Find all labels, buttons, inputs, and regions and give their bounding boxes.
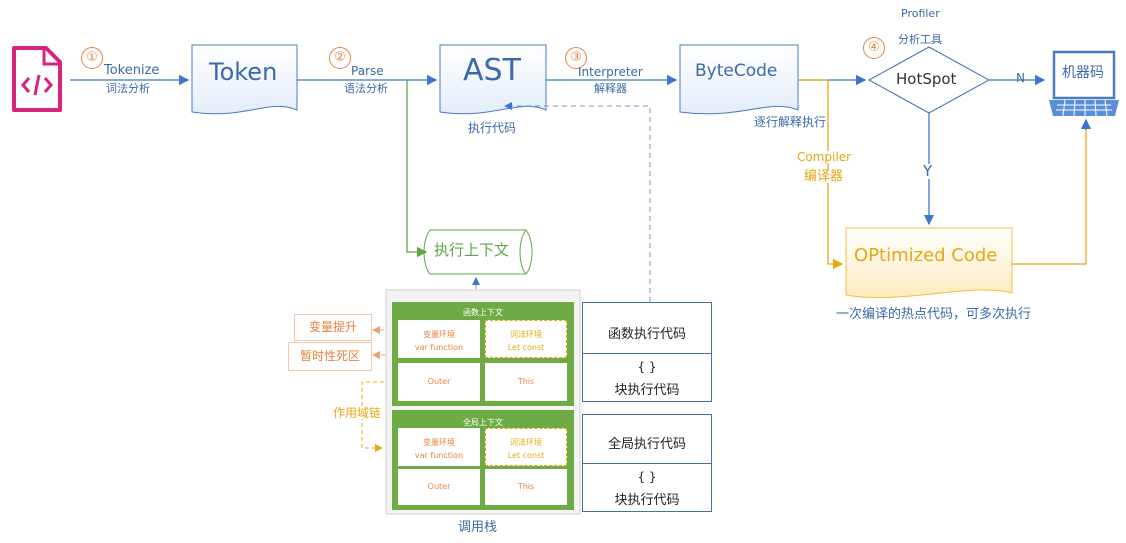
step-2: ② [329,47,351,69]
step-3: ③ [565,47,587,69]
function-block-braces: { } [637,360,657,374]
code-file-icon [12,46,62,112]
global-outer: Outer [398,469,480,505]
function-outer: Outer [398,363,480,401]
no-label: N [1016,71,1025,85]
optimized-shape [845,227,1013,299]
parse-cn-label: 语法分析 [344,82,388,95]
tdz-box: 暂时性死区 [288,342,372,371]
bytecode-shape [679,44,799,115]
tokenize-cn-label: 词法分析 [106,82,150,95]
tdz-label: 暂时性死区 [299,349,360,363]
global-context-title: 全局上下文 [463,418,503,427]
global-exec-code: 全局执行代码 [607,437,686,452]
yes-label: Y [923,162,933,180]
compiler-cn-label: 编译器 [804,169,844,184]
global-this: This [485,469,567,505]
function-var-env: 变量环境 var function [398,320,480,358]
global-lex-env: 词法环境 Let const [485,428,567,466]
profiler-label: Profiler [901,7,940,20]
function-lex-env: 词法环境 Let const [485,320,567,358]
optimized-note: 一次编译的热点代码，可多次执行 [836,307,1032,322]
token-shape [191,44,298,115]
interpreter-cn-label: 解释器 [594,82,627,95]
bytecode-node: ByteCode [695,61,778,81]
compiler-label: Compiler [797,150,852,164]
scope-chain-label: 作用域链 [333,406,382,420]
global-block-code: 块执行代码 [614,493,680,508]
function-this: This [485,363,567,401]
token-node: Token [209,58,278,86]
global-context: 全局上下文 变量环境 var function 词法环境 Let const O… [392,410,574,510]
function-exec-code: 函数执行代码 [607,327,686,342]
ast-node: AST [463,53,521,88]
function-block-code: 块执行代码 [614,383,680,398]
profiler-cn-label: 分析工具 [898,33,942,46]
exec-context-node: 执行上下文 [434,241,510,259]
interpreter-label: Interpreter [578,65,643,79]
var-hoist-box: 变量提升 [294,314,372,341]
function-context: 函数上下文 变量环境 var function 词法环境 Let const O… [392,302,574,406]
machine-code-label: 机器码 [1062,65,1104,81]
step-1: ① [81,47,103,69]
function-exec-panel: 函数执行代码 { } 块执行代码 [582,302,712,402]
hotspot-node: HotSpot [896,70,957,88]
function-context-title: 函数上下文 [463,308,503,317]
optimized-node: OPtimized Code [854,245,998,266]
parse-label: Parse [351,64,384,78]
interpret-exec-label: 逐行解释执行 [754,115,827,129]
global-block-braces: { } [637,470,657,484]
exec-code-label: 执行代码 [468,121,517,135]
var-hoist-label: 变量提升 [308,320,357,334]
call-stack-label: 调用栈 [458,520,498,535]
global-var-env: 变量环境 var function [398,428,480,466]
tokenize-label: Tokenize [104,63,160,78]
global-exec-panel: 全局执行代码 { } 块执行代码 [582,414,712,512]
step-4: ④ [863,37,885,59]
computer-icon [1047,50,1121,120]
